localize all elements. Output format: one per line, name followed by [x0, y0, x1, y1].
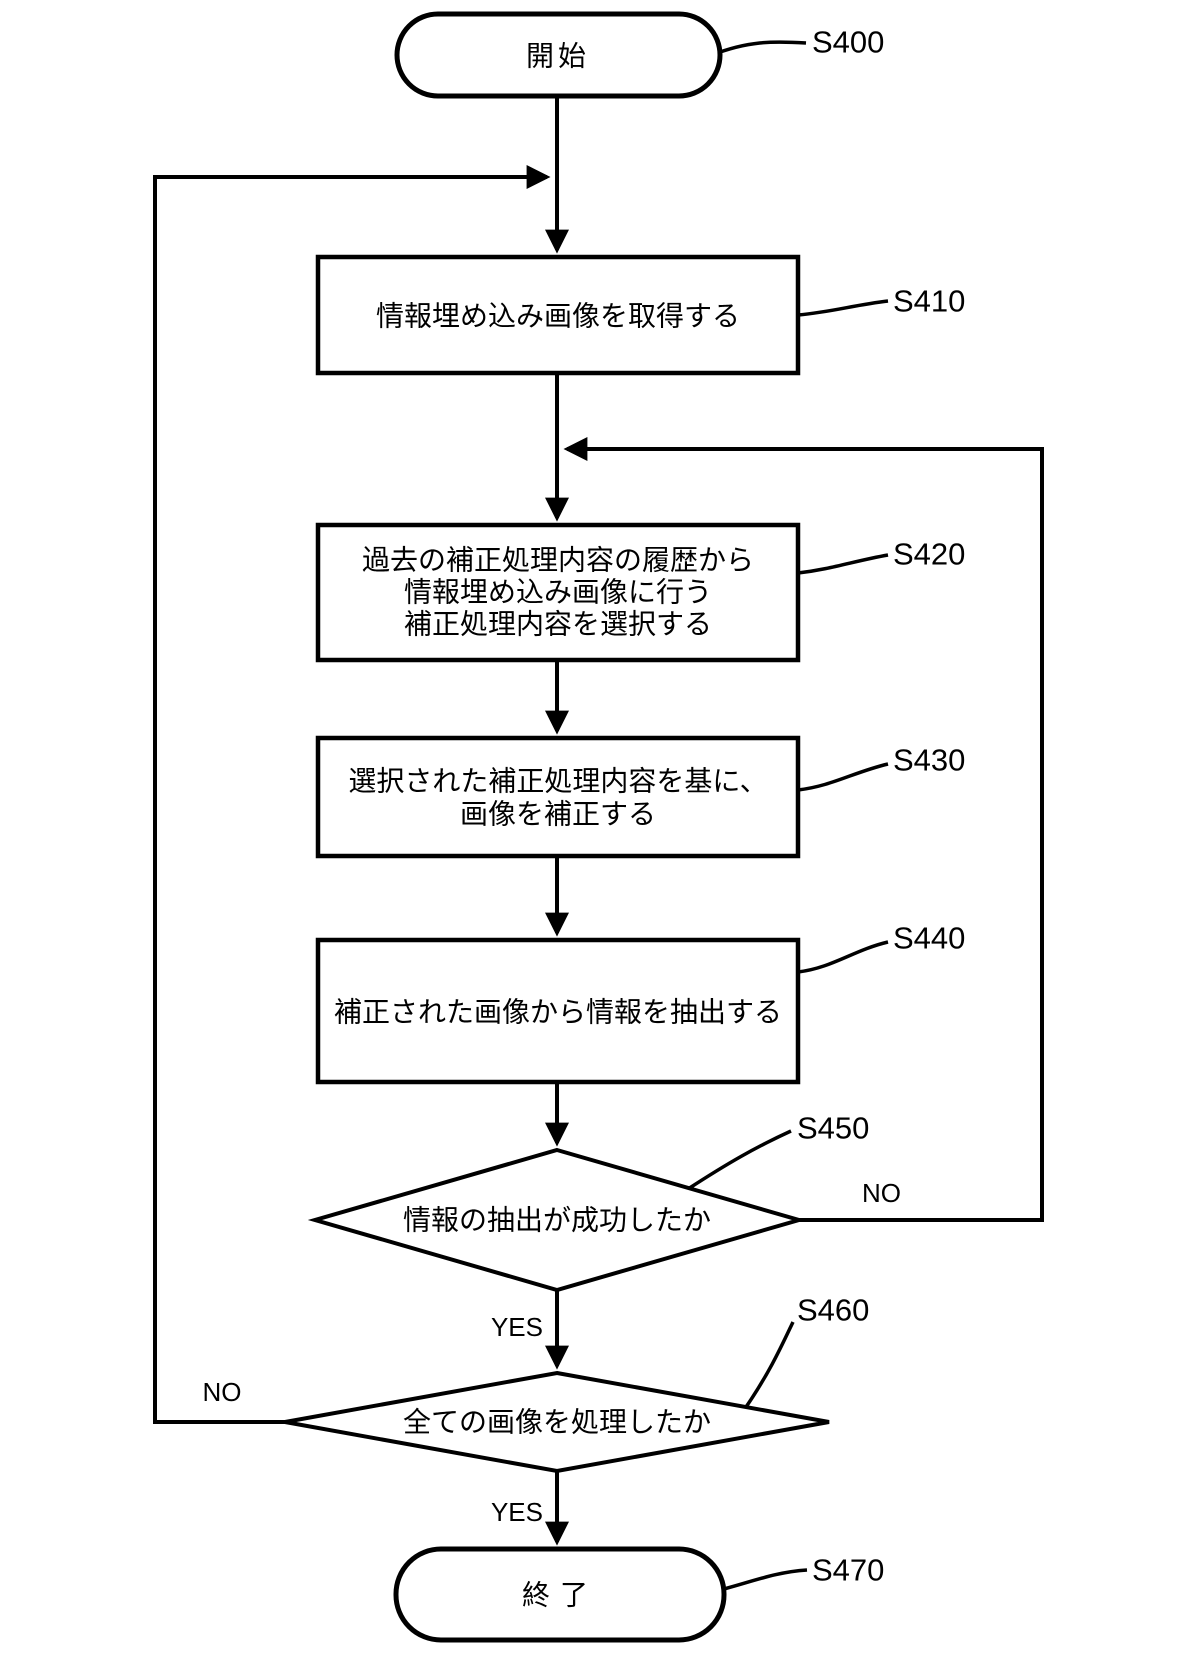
start-terminal-label: 開始: [526, 41, 590, 72]
leader-s460: [744, 1321, 795, 1408]
process-box-s420-text-line2: 情報埋め込み画像に行う: [404, 577, 712, 608]
step-label-s400: S400: [812, 25, 884, 60]
step-label-s460: S460: [797, 1293, 869, 1328]
leader-s450: [687, 1129, 792, 1191]
decision-diamond-s450: [307, 1147, 807, 1293]
leader-s440: [797, 940, 889, 974]
no-label-s460: NO: [203, 1377, 242, 1407]
process-box-s440-text: 補正された画像から情報を抽出する: [334, 997, 782, 1028]
start-terminal: [394, 11, 723, 99]
process-box-s410-text: 情報埋め込み画像を取得する: [376, 301, 740, 332]
process-box-s420-text-line1: 過去の補正処理内容の履歴から: [362, 545, 754, 576]
process-box-s440: [315, 937, 801, 1085]
step-label-s410: S410: [893, 284, 965, 319]
leader-s430: [797, 762, 889, 792]
end-terminal-label: 終了: [522, 1580, 598, 1611]
loop-line-s460-no: [153, 165, 551, 1424]
step-label-s440: S440: [893, 921, 965, 956]
leader-s400: [711, 40, 807, 57]
loop-line-s450-no: [563, 437, 1044, 1222]
step-label-s450: S450: [797, 1111, 869, 1146]
decision-s450-text: 情報の抽出が成功したか: [403, 1205, 711, 1236]
yes-label-s450: YES: [491, 1312, 543, 1342]
decision-s460-text: 全ての画像を処理したか: [403, 1407, 711, 1438]
step-label-s470: S470: [812, 1553, 884, 1588]
step-label-s430: S430: [893, 743, 965, 778]
process-box-s430-text-line1: 選択された補正処理内容を基に、: [348, 766, 767, 797]
process-box-s410: [315, 254, 801, 376]
process-box-s420: [315, 522, 801, 663]
leader-s420: [797, 553, 889, 575]
no-label-s450: NO: [862, 1178, 901, 1208]
process-box-s430: [315, 735, 801, 859]
leader-s470: [723, 1568, 808, 1591]
process-box-s430-text-line2: 画像を補正する: [460, 799, 656, 830]
step-label-s420: S420: [893, 537, 965, 572]
leader-s410: [797, 299, 889, 317]
yes-label-s460: YES: [491, 1497, 543, 1527]
process-box-s420-text-line3: 補正処理内容を選択する: [404, 609, 712, 640]
decision-diamond-s460: [284, 1370, 830, 1474]
end-terminal: [393, 1546, 727, 1643]
